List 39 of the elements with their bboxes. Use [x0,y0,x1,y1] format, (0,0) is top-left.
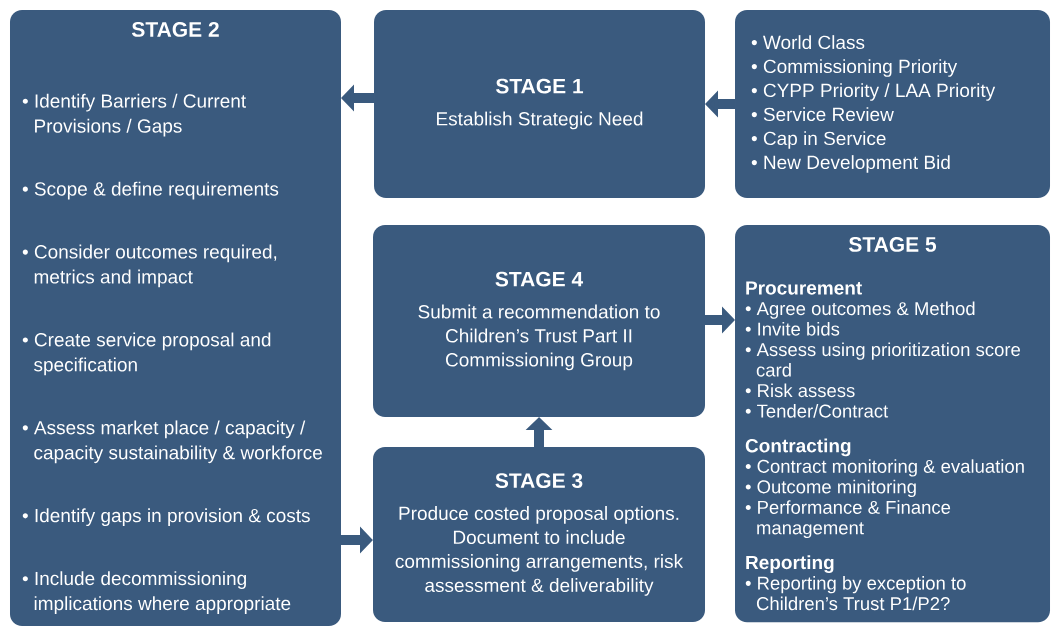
section-heading: Procurement [746,281,862,295]
bullet-item: • Risk assess [745,383,855,398]
bullet-item: • New Development Bid [751,155,950,173]
stage-heading: STAGE 4 [495,271,584,287]
description-text: Produce costed proposal options. Document to include commissioning arrangements, risk assessment & deliverability [395,506,684,596]
section-heading: Contracting [745,438,851,457]
bullet-item: • Assess market place / capacity / capacity sustainability & workforce [22,420,322,464]
stage-box [735,10,1050,198]
bullet-item: • Invite bids [745,322,840,336]
stage-box [373,225,705,417]
bullet-item: • World Class [751,35,865,50]
section-heading: Reporting [746,555,834,574]
stage-box [735,225,1050,623]
bullet-item: • Identify Barriers / Current Provisions / Gaps [22,93,246,137]
bullet-item: • Identify gaps in provision & costs [22,508,310,527]
bullet-item: • Performance & Finance management [745,500,951,539]
bullet-item: • CYPP Priority / LAA Priority [751,83,996,101]
bullet-item: • Create service proposal and specification [22,332,271,376]
bullet-item: • Reporting by exception to Children’s Trust P1/P2? [745,576,966,611]
bullet-item: • Include decommissioning implications where appropriate [22,571,291,614]
stage-box [10,10,341,626]
description-text: Establish Strategic Need [437,111,643,130]
stage-heading: STAGE 5 [849,237,937,252]
bullet-item: • Contract monitoring & evaluation [745,459,1024,477]
bullet-item: • Scope & define requirements [22,181,279,200]
bullet-item: • Tender/Contract [745,404,889,418]
bullet-item: • Outcome minitoring [745,479,916,498]
bullet-item: • Commissioning Priority [751,59,958,77]
bullet-item: • Assess using prioritization score card [745,342,1020,377]
description-text: Submit a recommendation to Children’s Trust Part II Commissioning Group [418,304,660,371]
bullet-item: • Service Review [751,107,894,122]
stage-box [373,447,705,622]
stage-heading: STAGE 1 [495,78,584,94]
bullet-item: • Agree outcomes & Method [745,301,975,319]
stage-box [374,10,705,198]
bullet-item: • Consider outcomes required, metrics and impact [22,244,277,288]
bullet-item: • Cap in Service [751,131,886,149]
stage-heading: STAGE 3 [495,473,583,489]
stage-heading: STAGE 2 [131,22,219,37]
